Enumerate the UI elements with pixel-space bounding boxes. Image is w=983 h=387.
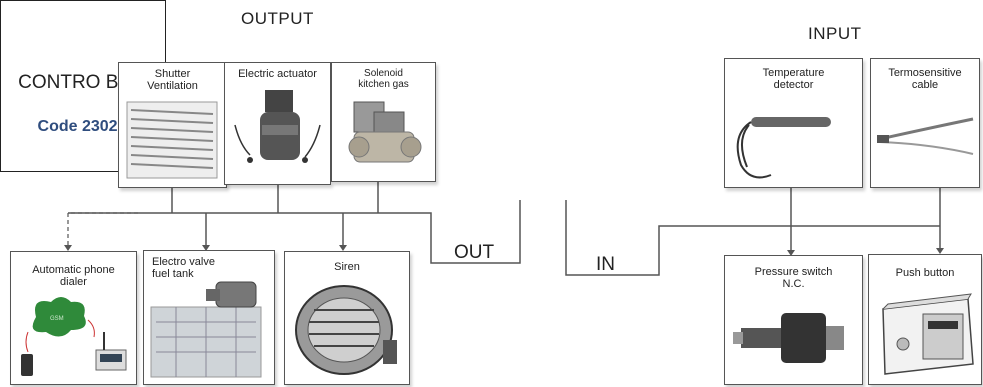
shutter-ventilation-label: Shutter Ventilation — [147, 68, 198, 92]
control-box-code: Code 23023 — [37, 118, 127, 135]
arrow-siren — [339, 245, 347, 251]
phone-dialer-box: Automatic phone dialer GSM — [10, 251, 137, 385]
phone-dialer-icon: GSM — [21, 297, 127, 376]
out-label: OUT — [454, 242, 495, 263]
solenoid-label: Solenoid kitchen gas — [358, 68, 409, 90]
output-heading: OUTPUT — [241, 9, 314, 28]
arrow-push — [936, 248, 944, 254]
temperature-detector-box: Temperature detector — [724, 58, 863, 188]
actuator-icon — [234, 90, 321, 163]
pressure-switch-icon — [733, 313, 844, 363]
push-button-icon — [882, 293, 974, 375]
siren-box: Siren — [284, 251, 410, 385]
shutter-icon — [126, 101, 218, 179]
temperature-detector-icon — [736, 117, 831, 179]
pressure-switch-label: Pressure switch N.C. — [754, 266, 833, 290]
solenoid-icon — [348, 101, 422, 163]
in-label: IN — [596, 254, 615, 275]
siren-label: Siren — [334, 261, 360, 273]
electro-valve-label: Electro valve fuel tank — [152, 256, 215, 280]
electro-valve-icon — [150, 281, 262, 378]
electric-actuator-box: Electric actuator — [224, 62, 331, 185]
electro-valve-box: Electro valve fuel tank — [143, 250, 275, 385]
siren-icon — [295, 285, 397, 375]
in-wire — [565, 200, 940, 276]
electric-actuator-label: Electric actuator — [238, 68, 317, 80]
dashed-wire — [67, 212, 138, 247]
shutter-ventilation-box: Shutter Ventilation — [118, 62, 227, 188]
temperature-detector-label: Temperature detector — [762, 67, 825, 91]
termosensitive-cable-label: Termosensitive cable — [888, 67, 962, 91]
push-button-label: Push button — [895, 267, 955, 279]
push-button-box: Push button — [868, 254, 982, 385]
phone-dialer-label: Automatic phone dialer — [32, 264, 115, 288]
solenoid-box: Solenoid kitchen gas — [331, 62, 436, 182]
pressure-switch-box: Pressure switch N.C. — [724, 255, 863, 385]
termosensitive-cable-icon — [877, 117, 974, 155]
arrow-electro — [202, 245, 210, 251]
arrow-phone — [64, 245, 72, 251]
control-box-title: CONTRO BOX — [18, 72, 146, 93]
out-wire — [68, 200, 521, 264]
input-heading: INPUT — [808, 24, 862, 43]
termosensitive-cable-box: Termosensitive cable — [870, 58, 980, 188]
arrow-temp-down — [787, 250, 795, 256]
svg-text:GSM: GSM — [50, 316, 64, 322]
